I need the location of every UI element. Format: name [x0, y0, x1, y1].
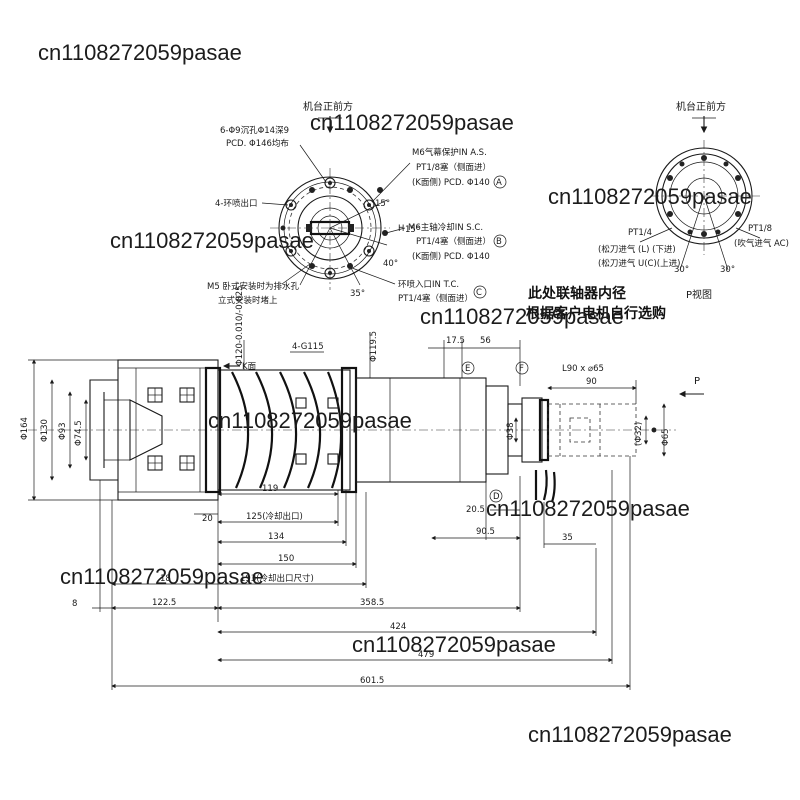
dim-d65: Φ65 [661, 428, 671, 446]
p-arrow-label: P [694, 376, 700, 387]
angle-35: 35° [350, 289, 365, 299]
dim-90: 90 [586, 377, 597, 387]
callout-ring-spray-out: 4-环喷出口 [215, 198, 257, 209]
callout-air-curtain-3: (K面侧) PCD. Φ140 [412, 177, 490, 188]
marker-a: A [496, 178, 502, 188]
coupling-note-line1: 此处联轴器内径 [528, 285, 626, 302]
callout-drain-2: 立式安装时堵上 [218, 295, 278, 306]
dim-150: 150 [278, 554, 294, 564]
pt14-label: PT1/4 [628, 228, 652, 238]
angle-30-right: 30° [720, 265, 735, 275]
dim-d164: Φ164 [20, 417, 30, 440]
dim-35: 35 [562, 533, 573, 543]
watermark-5: cn1108272059pasae [420, 304, 624, 329]
dim-905: 90.5 [476, 527, 495, 537]
dim-1225: 122.5 [152, 598, 176, 608]
body-bolt-marks [295, 397, 339, 465]
watermark-4: cn1108272059pasae [110, 228, 314, 253]
watermark-2: cn1108272059pasae [310, 110, 514, 135]
angle-40: 40° [383, 259, 398, 269]
watermark-3: cn1108272059pasae [548, 184, 752, 209]
angle-15b: 15° [405, 225, 420, 235]
dim-193: 193(冷却出口尺寸) [240, 573, 314, 584]
front-bolt-marks [147, 387, 195, 471]
dim-d130: Φ130 [40, 419, 50, 442]
right-view-title: 机台正前方 [676, 100, 726, 113]
k-face-label: K面 [242, 362, 257, 372]
callout-coolant-3: (K面侧) PCD. Φ140 [412, 251, 490, 262]
callout-coolant-1: M6主轴冷却IN S.C. [408, 222, 483, 233]
marker-f: F [519, 364, 524, 374]
dim-424: 424 [390, 622, 406, 632]
callout-air-curtain-2: PT1/8塞（侧面进） [416, 162, 491, 173]
blow-air-label: (吹气进气 AC) [734, 238, 789, 249]
dim-l90: L90 x ⌀65 [562, 364, 604, 374]
callout-drain-1: M5 卧式安装时为排水孔 [207, 281, 299, 292]
dim-g115: 4-G115 [292, 342, 324, 352]
dim-205: 20.5 [466, 505, 485, 515]
marker-e: E [465, 364, 470, 374]
dim-134: 134 [268, 532, 284, 542]
dim-119: 119 [262, 484, 278, 494]
watermark-8: cn1108272059pasae [60, 564, 264, 589]
dim-d1195: Φ119.5 [369, 331, 379, 362]
watermark-1: cn1108272059pasae [38, 40, 242, 65]
dim-56: 56 [480, 336, 491, 346]
left-end-view: 机台正前方 [207, 100, 507, 306]
callout-pcd-holes: PCD. Φ146均布 [226, 138, 289, 149]
callout-air-curtain-1: M6气幕保护IN A.S. [412, 147, 487, 158]
angle-30-left: 30° [674, 265, 689, 275]
callout-ring-in-1: 环喷入口IN T.C. [398, 279, 459, 290]
letter-h: H [398, 224, 404, 234]
watermark-9: cn1108272059pasae [352, 632, 556, 657]
marker-c: C [476, 288, 482, 298]
dim-479: 479 [418, 650, 434, 660]
marker-d: D [493, 492, 500, 502]
flange-bolt-holes [280, 177, 388, 279]
side-view: E F D K面 P 此处联轴器内径 根据客户电机自行选购 Φ164 Φ130 … [20, 285, 704, 690]
threaded-body [217, 369, 351, 491]
callout-holes: 6-Φ9沉孔Φ14深9 [220, 126, 289, 136]
right-end-view-p: 机台正前方 PT1/4 PT1/8 (松刀进气 (L) (下进) (松刀进气 U… [598, 100, 789, 301]
dim-125: 125(冷却出口) [246, 511, 303, 522]
dim-8: 8 [72, 599, 77, 609]
thread-coils [231, 371, 343, 489]
dim-d745: Φ74.5 [74, 420, 84, 446]
marker-b: B [496, 237, 502, 247]
watermark-6: cn1108272059pasae [208, 408, 412, 433]
p-view-caption: P视图 [686, 288, 712, 301]
dim-20: 20 [202, 514, 213, 524]
dim-6015: 601.5 [360, 676, 384, 686]
pt18-label: PT1/8 [748, 224, 772, 234]
loosen-air-upper: (松刀进气 U(C)(上进) [598, 258, 680, 269]
dim-175: 17.5 [446, 336, 465, 346]
watermark-10: cn1108272059pasae [528, 722, 732, 747]
callout-coolant-2: PT1/4塞（侧面进） [416, 236, 491, 247]
left-view-title: 机台正前方 [303, 100, 353, 113]
dim-18: 18 [160, 574, 171, 584]
coupling-note-line2: 根据客户电机自行选购 [526, 305, 666, 322]
dim-d38: Φ38 [506, 422, 516, 440]
dim-3585: 358.5 [360, 598, 384, 608]
angle-15a: 15° [375, 199, 390, 209]
loosen-air-lower: (松刀进气 (L) (下进) [598, 244, 676, 255]
dim-d32: (Φ32) [634, 422, 644, 446]
dim-d120: Φ120-0.010/-0.025 [235, 285, 245, 366]
dim-d93: Φ93 [58, 422, 68, 440]
watermark-7: cn1108272059pasae [486, 496, 690, 521]
callout-ring-in-2: PT1/4塞（侧面进） [398, 293, 473, 304]
